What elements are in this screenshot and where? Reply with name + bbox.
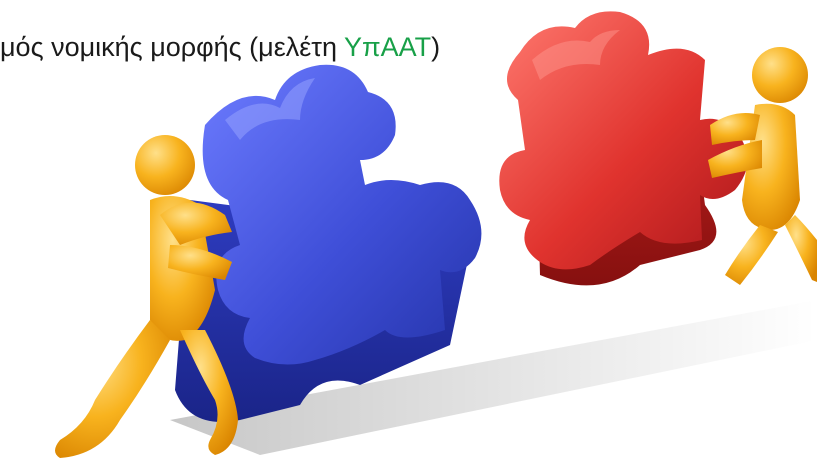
- pushing-figure-left: [55, 135, 238, 458]
- caption-tail: ): [431, 32, 441, 62]
- blue-puzzle-piece: [175, 64, 482, 422]
- red-puzzle-piece: [499, 11, 748, 286]
- caption-highlight: ΥπΑΑΤ: [343, 32, 432, 62]
- pushing-figure-right: [708, 47, 817, 285]
- caption-lead: μός νομικής μορφής (μελέτη: [0, 32, 344, 62]
- ground-shadow: [170, 300, 817, 455]
- caption-line: μός νομικής μορφής (μελέτη ΥπΑΑΤ): [0, 30, 817, 64]
